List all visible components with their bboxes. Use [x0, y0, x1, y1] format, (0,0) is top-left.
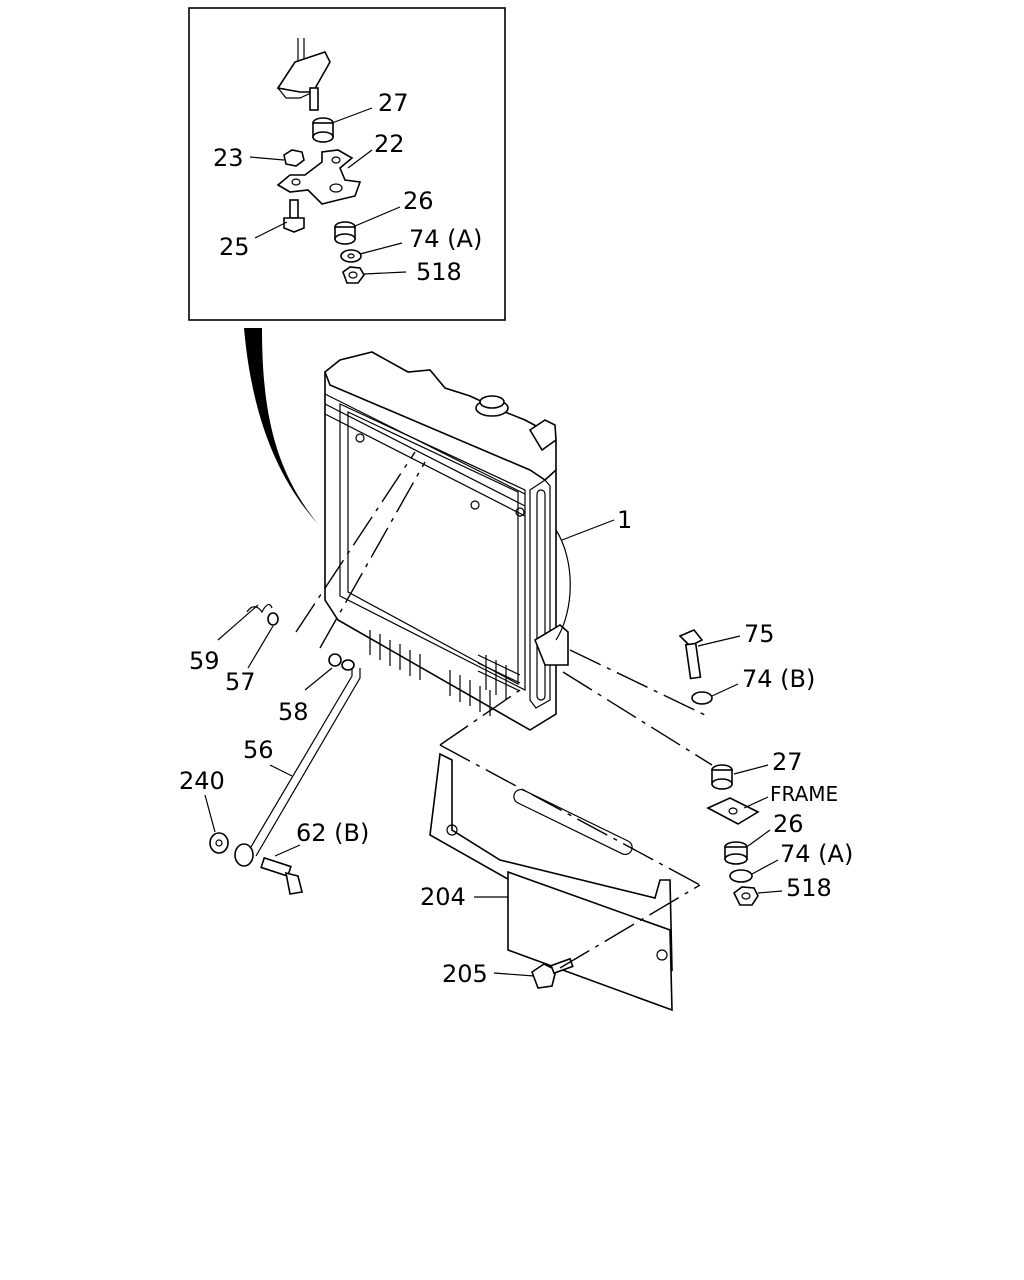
washer-74a: [729, 869, 753, 883]
grommet-27: [711, 764, 733, 790]
inset-label-518: 518: [416, 258, 462, 286]
inset-label-27: 27: [378, 89, 409, 117]
washer-57: [267, 612, 279, 626]
nut-518: [732, 886, 759, 906]
radiator-assembly: [324, 351, 571, 731]
clip-59: [246, 603, 273, 614]
label-56: 56: [243, 736, 274, 764]
detail-callout-arrow: [244, 328, 318, 524]
label-518: 518: [786, 874, 832, 902]
inset-label-23: 23: [213, 144, 244, 172]
grommet-26: [724, 841, 748, 865]
bolt-205: [531, 957, 574, 989]
washer-74b: [691, 691, 713, 705]
label-58: 58: [278, 698, 309, 726]
label-205: 205: [442, 960, 488, 988]
washer-58: [328, 653, 342, 667]
upper-bracket: [276, 38, 331, 111]
inset-label-74a: 74 (A): [409, 225, 482, 253]
inset-nut-518: [342, 266, 365, 284]
bushing-240: [209, 832, 229, 854]
inset-frame: [188, 7, 506, 321]
inset-detail: 27 23 22 26 25 74 (A) 518: [188, 7, 506, 321]
bolt-75: [678, 629, 704, 680]
label-204: 204: [420, 883, 466, 911]
inset-label-25: 25: [219, 233, 250, 261]
inset-label-22: 22: [374, 130, 405, 158]
lower-shroud-204: [429, 752, 673, 1012]
label-1: 1: [617, 506, 632, 534]
label-74a: 74 (A): [780, 840, 853, 868]
drain-grid: [477, 654, 521, 700]
bottom-fins: [369, 630, 491, 716]
label-62b: 62 (B): [296, 819, 369, 847]
label-26: 26: [773, 810, 804, 838]
stay-rod-56: [247, 659, 361, 857]
inset-washer-74a: [340, 249, 362, 263]
label-frame: FRAME: [770, 782, 838, 806]
label-57: 57: [225, 668, 256, 696]
inset-grommet-27: [312, 117, 334, 143]
label-240: 240: [179, 767, 225, 795]
label-59: 59: [189, 647, 220, 675]
inset-grommet-26: [334, 221, 356, 245]
inset-label-26: 26: [403, 187, 434, 215]
inset-nut-23: [283, 149, 305, 167]
inset-bracket-22: [276, 149, 362, 205]
frame-plate: [706, 797, 760, 825]
rod-end-62b: [234, 843, 303, 895]
label-27: 27: [772, 748, 803, 776]
label-74b: 74 (B): [742, 665, 815, 693]
inset-bolt-25: [283, 199, 305, 233]
label-75: 75: [744, 620, 775, 648]
